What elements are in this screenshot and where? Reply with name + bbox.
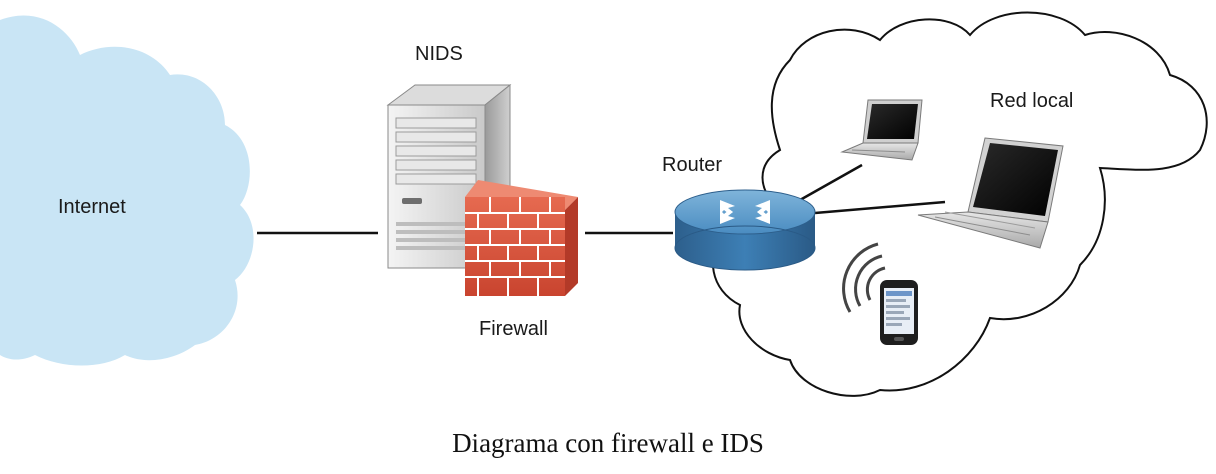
lan-label: Red local [990,90,1073,112]
laptop-small-icon [840,99,923,161]
router-label: Router [662,154,722,176]
router-arrows-icon [720,200,770,224]
wireless-signal-icon [842,242,886,313]
firewall-label: Firewall [479,318,548,340]
internet-label: Internet [58,196,126,218]
smartphone-icon [880,280,918,345]
router-icon [674,189,816,271]
firewall-icon [465,180,578,296]
connection-lines [257,163,946,235]
internet-cloud [0,15,254,366]
nids-label: NIDS [415,43,463,65]
laptop-large-icon [917,137,1064,249]
link-router-laptop-small [799,163,863,202]
link-router-laptop-large [814,200,946,215]
diagram-caption: Diagrama con firewall e IDS [452,428,764,458]
